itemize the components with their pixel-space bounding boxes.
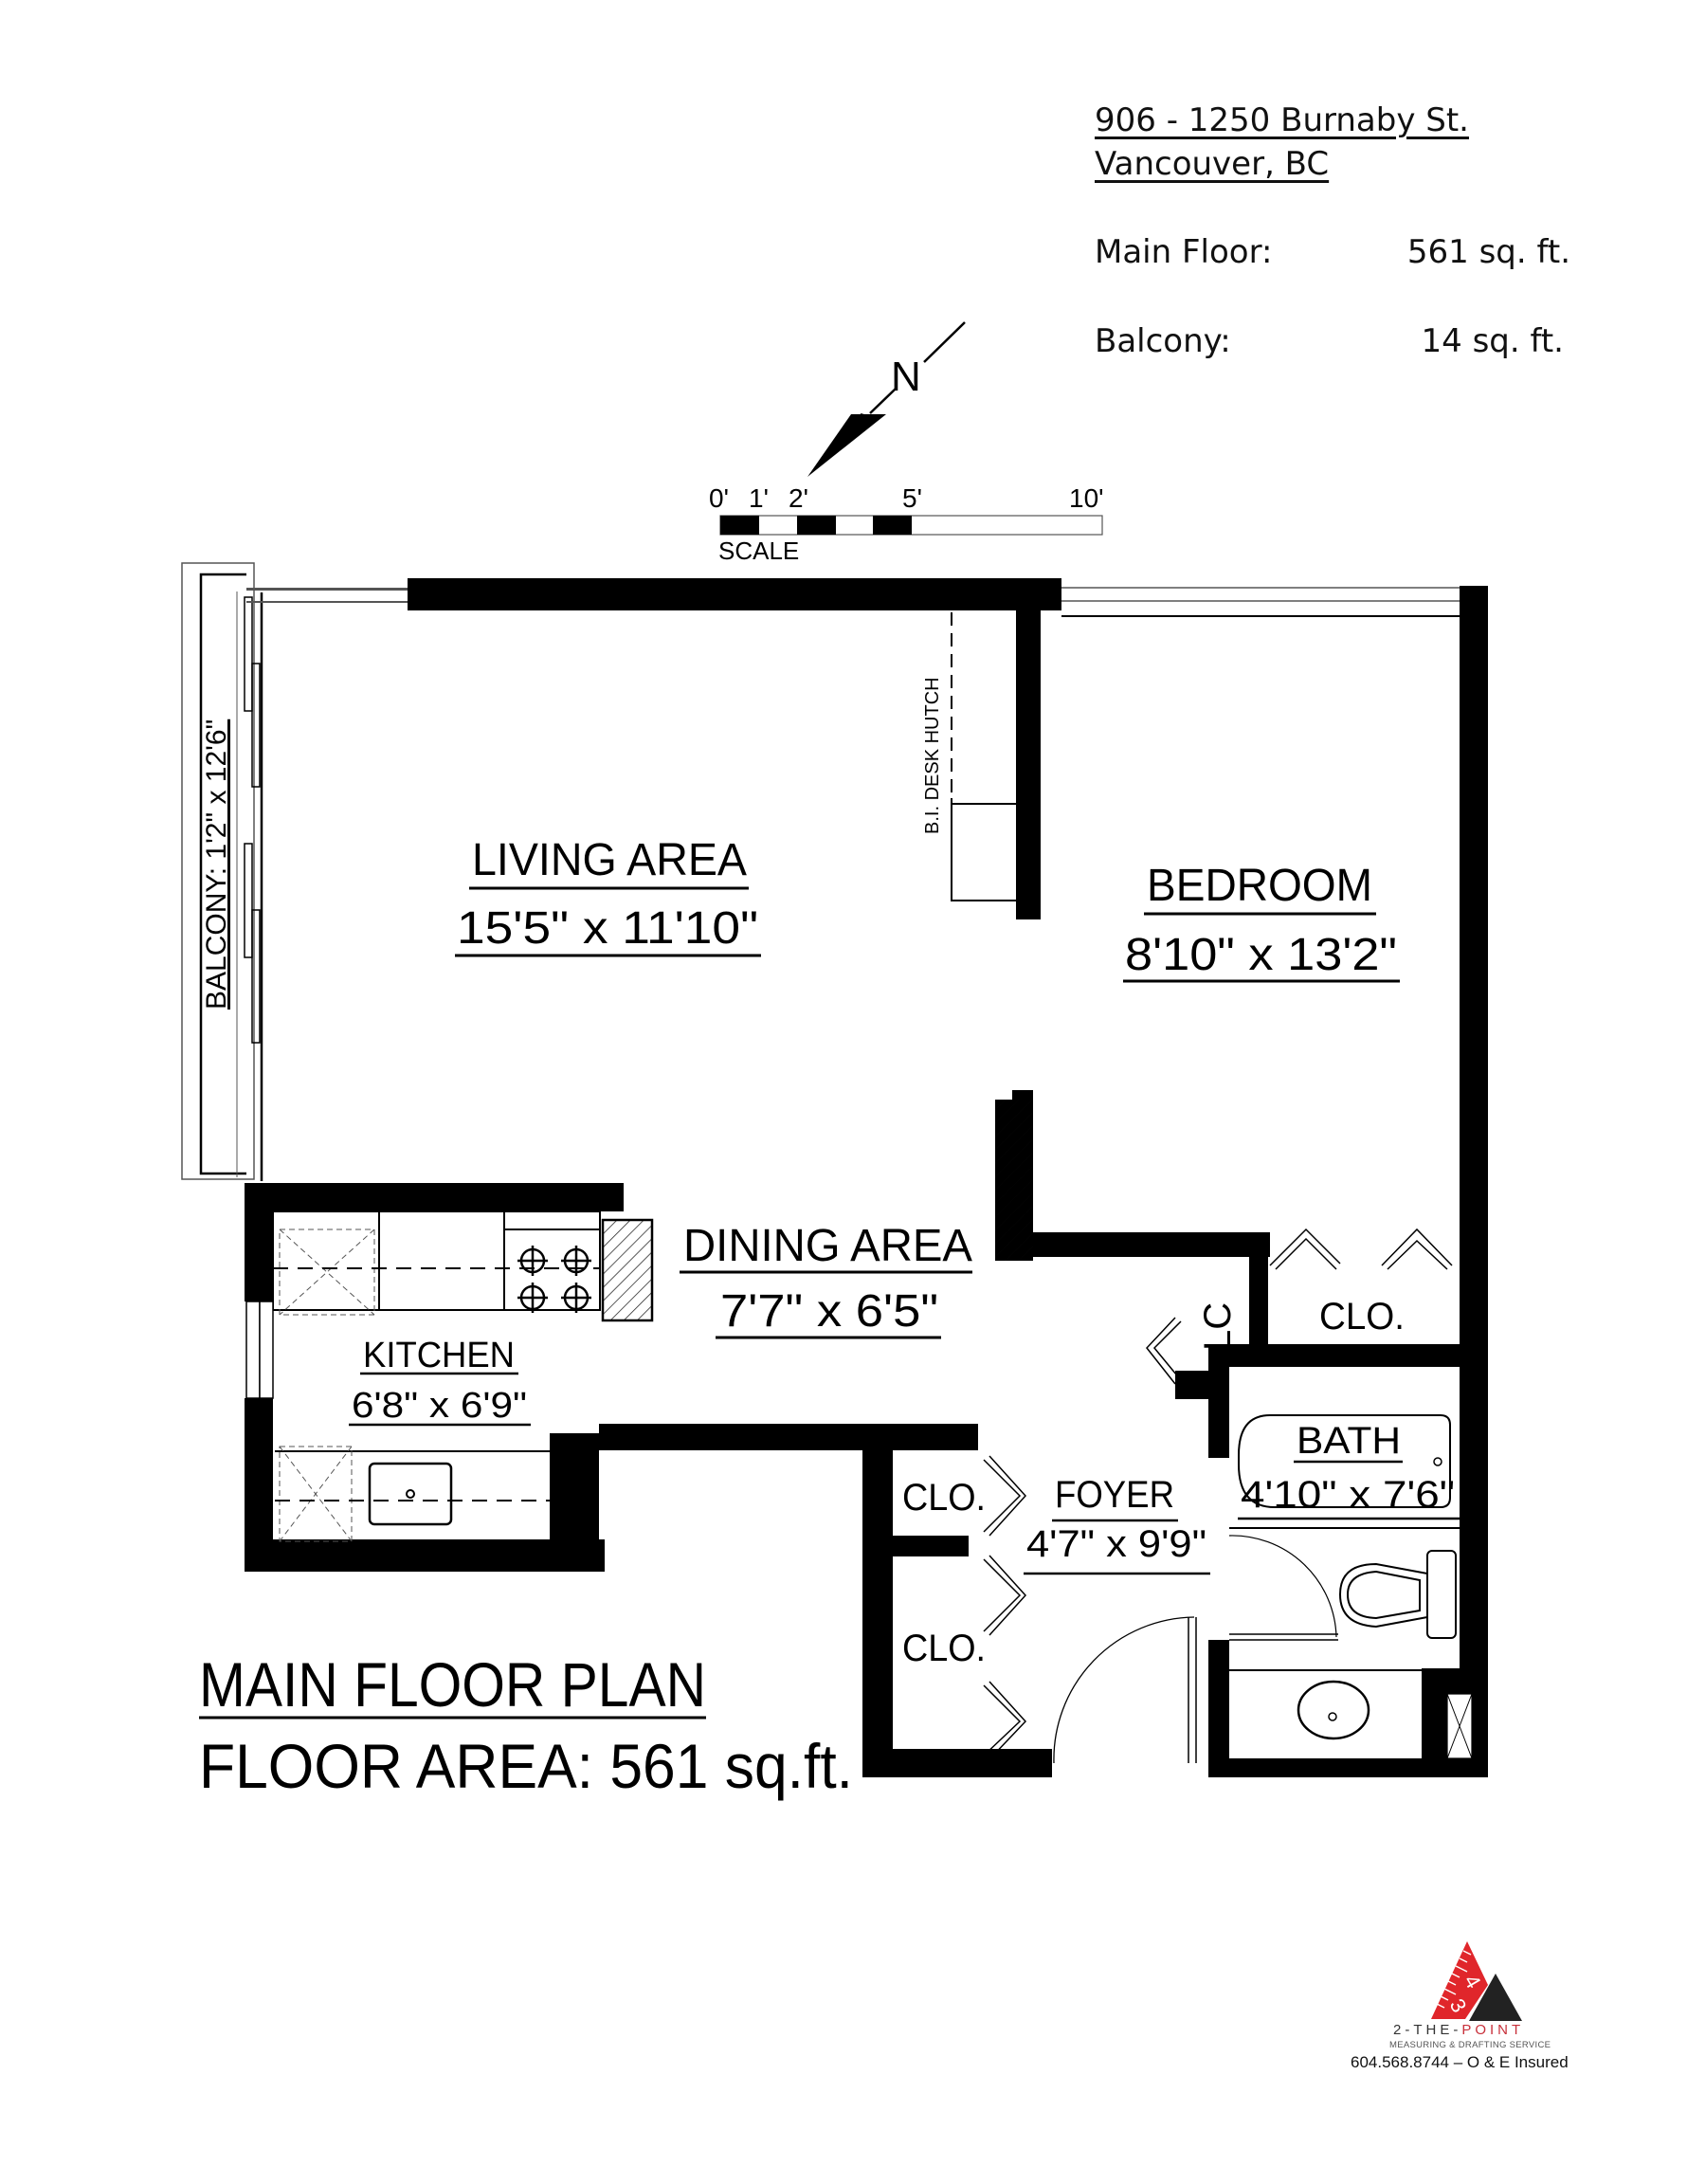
area-label: Main Floor: <box>1095 233 1273 271</box>
north-label: N <box>891 354 921 400</box>
bath-dims: 4'10" x 7'6" <box>1241 1474 1455 1516</box>
kitchen-name: KITCHEN <box>363 1336 515 1375</box>
walls <box>245 578 1488 1777</box>
living-area-name: LIVING AREA <box>472 835 747 885</box>
bedroom-window <box>1061 587 1460 617</box>
scale-label: SCALE <box>718 537 799 565</box>
balcony: BALCONY: 1'2" x 12'6" <box>181 562 263 1181</box>
bathtub-icon <box>1238 1414 1451 1508</box>
linen-closet-label: LC <box>1197 1302 1239 1351</box>
brand-tagline: MEASURING & DRAFTING SERVICE <box>1389 2040 1551 2050</box>
brand-prefix: 2-THE- <box>1393 2022 1462 2038</box>
brand-name: 2-THE-POINT <box>1393 2022 1524 2038</box>
bedroom-name: BEDROOM <box>1147 861 1372 911</box>
sink-icon <box>368 1462 453 1526</box>
toilet-icon <box>1338 1550 1457 1639</box>
bath-name: BATH <box>1297 1420 1401 1462</box>
balcony-label: BALCONY: 1'2" x 12'6" <box>201 719 232 1010</box>
property-header: 906 - 1250 Burnaby St. Vancouver, BC <box>1095 99 1625 186</box>
company-logo-icon: 4 3 <box>1431 1941 1522 2021</box>
linen-closet-doors <box>1146 1317 1182 1385</box>
brand-suffix: POINT <box>1461 2022 1525 2038</box>
scale-tick: 5' <box>902 483 922 513</box>
north-arrow-icon: N <box>807 321 966 477</box>
room-labels: LIVING AREA 15'5" x 11'10" BEDROOM 8'10"… <box>349 835 1460 1669</box>
foyer-dims: 4'7" x 9'9" <box>1026 1523 1206 1565</box>
desk-hutch: B.I. DESK HUTCH <box>922 612 1016 901</box>
desk-hutch-label: B.I. DESK HUTCH <box>922 677 943 834</box>
foyer-closet-doors <box>983 1455 1027 1760</box>
dining-area-name: DINING AREA <box>683 1221 972 1271</box>
scale-bar: 0' 1' 2' 5' 10' SCALE <box>709 483 1104 565</box>
scale-tick: 0' <box>709 483 729 513</box>
foyer-closet-upper-label: CLO. <box>902 1477 986 1519</box>
contact-phone: 604.568.8744 – O & E Insured <box>1351 2053 1569 2071</box>
bedroom-closet-doors <box>1269 1228 1453 1270</box>
address-line-1: 906 - 1250 Burnaby St. <box>1095 101 1469 139</box>
bedroom-dims: 8'10" x 13'2" <box>1125 930 1397 980</box>
foyer-name: FOYER <box>1055 1474 1174 1516</box>
kitchen-fixtures <box>245 1210 654 1542</box>
scale-tick: 1' <box>749 483 769 513</box>
address-line-2: Vancouver, BC <box>1095 145 1330 183</box>
floor-area-total: FLOOR AREA: 561 sq.ft. <box>199 1731 853 1801</box>
area-value: 14 sq. ft. <box>1421 322 1565 360</box>
vanity-sink-icon <box>1297 1680 1370 1740</box>
entry-door <box>1053 1616 1197 1764</box>
plan-title-block: MAIN FLOOR PLAN FLOOR AREA: 561 sq.ft. <box>199 1649 853 1801</box>
scale-tick: 10' <box>1069 483 1104 513</box>
stove-burners-icon <box>517 1246 591 1313</box>
dining-area-dims: 7'7" x 6'5" <box>720 1286 938 1337</box>
plan-title: MAIN FLOOR PLAN <box>199 1649 706 1720</box>
bath-fixtures <box>1228 1397 1473 1759</box>
scale-tick: 2' <box>789 483 808 513</box>
area-label: Balcony: <box>1095 322 1231 360</box>
area-value: 561 sq. ft. <box>1406 233 1570 271</box>
bedroom-closet-label: CLO. <box>1319 1296 1405 1338</box>
kitchen-dims: 6'8" x 6'9" <box>352 1386 527 1426</box>
living-area-dims: 15'5" x 11'10" <box>457 903 758 954</box>
foyer-closet-lower-label: CLO. <box>902 1628 986 1669</box>
